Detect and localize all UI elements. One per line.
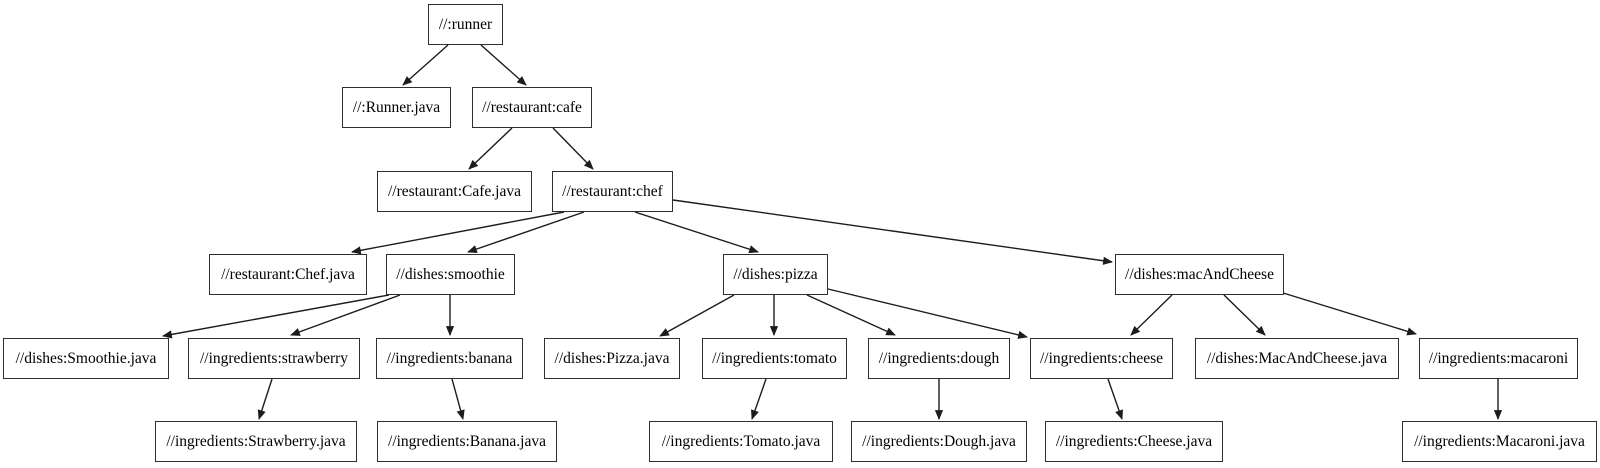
node-mac-and-cheese-java: //dishes:MacAndCheese.java xyxy=(1195,338,1399,379)
node-macaroni: //ingredients:macaroni xyxy=(1419,338,1578,379)
node-banana-java: //ingredients:Banana.java xyxy=(377,421,557,462)
node-cheese-java: //ingredients:Cheese.java xyxy=(1045,421,1223,462)
node-pizza-java: //dishes:Pizza.java xyxy=(544,338,680,379)
node-strawberry: //ingredients:strawberry xyxy=(188,338,360,379)
node-dough: //ingredients:dough xyxy=(868,338,1010,379)
edge-lines xyxy=(162,44,1503,420)
node-macaroni-java: //ingredients:Macaroni.java xyxy=(1402,421,1597,462)
node-banana: //ingredients:banana xyxy=(376,338,523,379)
node-chef-java: //restaurant:Chef.java xyxy=(209,254,367,295)
node-dough-java: //ingredients:Dough.java xyxy=(851,421,1027,462)
node-chef: //restaurant:chef xyxy=(552,171,673,212)
node-tomato-java: //ingredients:Tomato.java xyxy=(649,421,833,462)
node-mac-and-cheese: //dishes:macAndCheese xyxy=(1115,254,1284,295)
node-pizza: //dishes:pizza xyxy=(723,254,828,295)
node-runner-java: //:Runner.java xyxy=(342,87,451,128)
node-smoothie: //dishes:smoothie xyxy=(386,254,515,295)
node-strawberry-java: //ingredients:Strawberry.java xyxy=(155,421,357,462)
node-smoothie-java: //dishes:Smoothie.java xyxy=(3,338,169,379)
node-cheese: //ingredients:cheese xyxy=(1030,338,1173,379)
node-cafe-java: //restaurant:Cafe.java xyxy=(377,171,532,212)
node-cafe: //restaurant:cafe xyxy=(472,87,592,128)
node-tomato: //ingredients:tomato xyxy=(702,338,847,379)
node-runner: //:runner xyxy=(428,4,503,45)
